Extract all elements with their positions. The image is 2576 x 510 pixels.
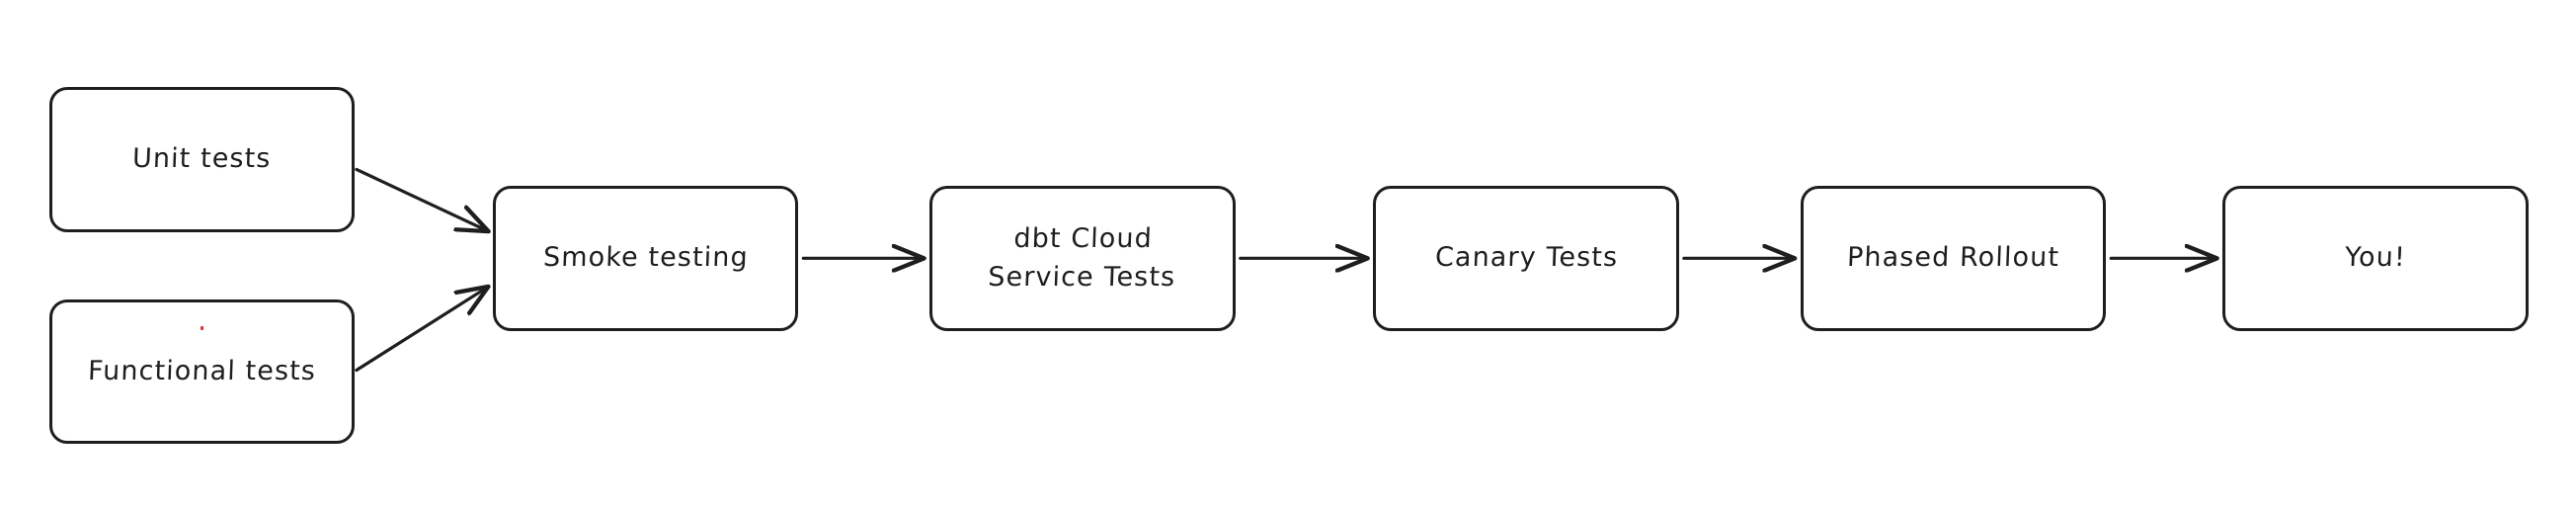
node-canary-tests[interactable]: Canary Tests	[1373, 186, 1679, 331]
edge-functional-to-smoke	[355, 288, 486, 373]
node-functional-tests[interactable]: Functional tests	[48, 298, 356, 445]
node-unit-tests[interactable]: Unit tests	[48, 87, 356, 232]
node-label-canary-tests: Canary Tests	[1434, 242, 1619, 274]
node-phased-rollout[interactable]: Phased Rollout	[1800, 186, 2107, 331]
node-smoke-testing[interactable]: Smoke testing	[492, 186, 799, 331]
node-label-phased-rollout: Phased Rollout	[1846, 242, 2060, 274]
red-speck	[200, 325, 203, 330]
node-you[interactable]: You!	[2222, 186, 2529, 331]
node-label-you: You!	[2344, 242, 2407, 274]
node-label-smoke-testing: Smoke testing	[542, 242, 750, 274]
node-label-unit-tests: Unit tests	[131, 143, 273, 175]
node-label-dbt-cloud-service-tests: dbt Cloud Service Tests	[987, 223, 1176, 294]
node-dbt-cloud-service-tests[interactable]: dbt Cloud Service Tests	[929, 186, 1236, 331]
node-label-functional-tests: Functional tests	[87, 356, 317, 386]
edge-unit-to-smoke	[355, 167, 486, 230]
